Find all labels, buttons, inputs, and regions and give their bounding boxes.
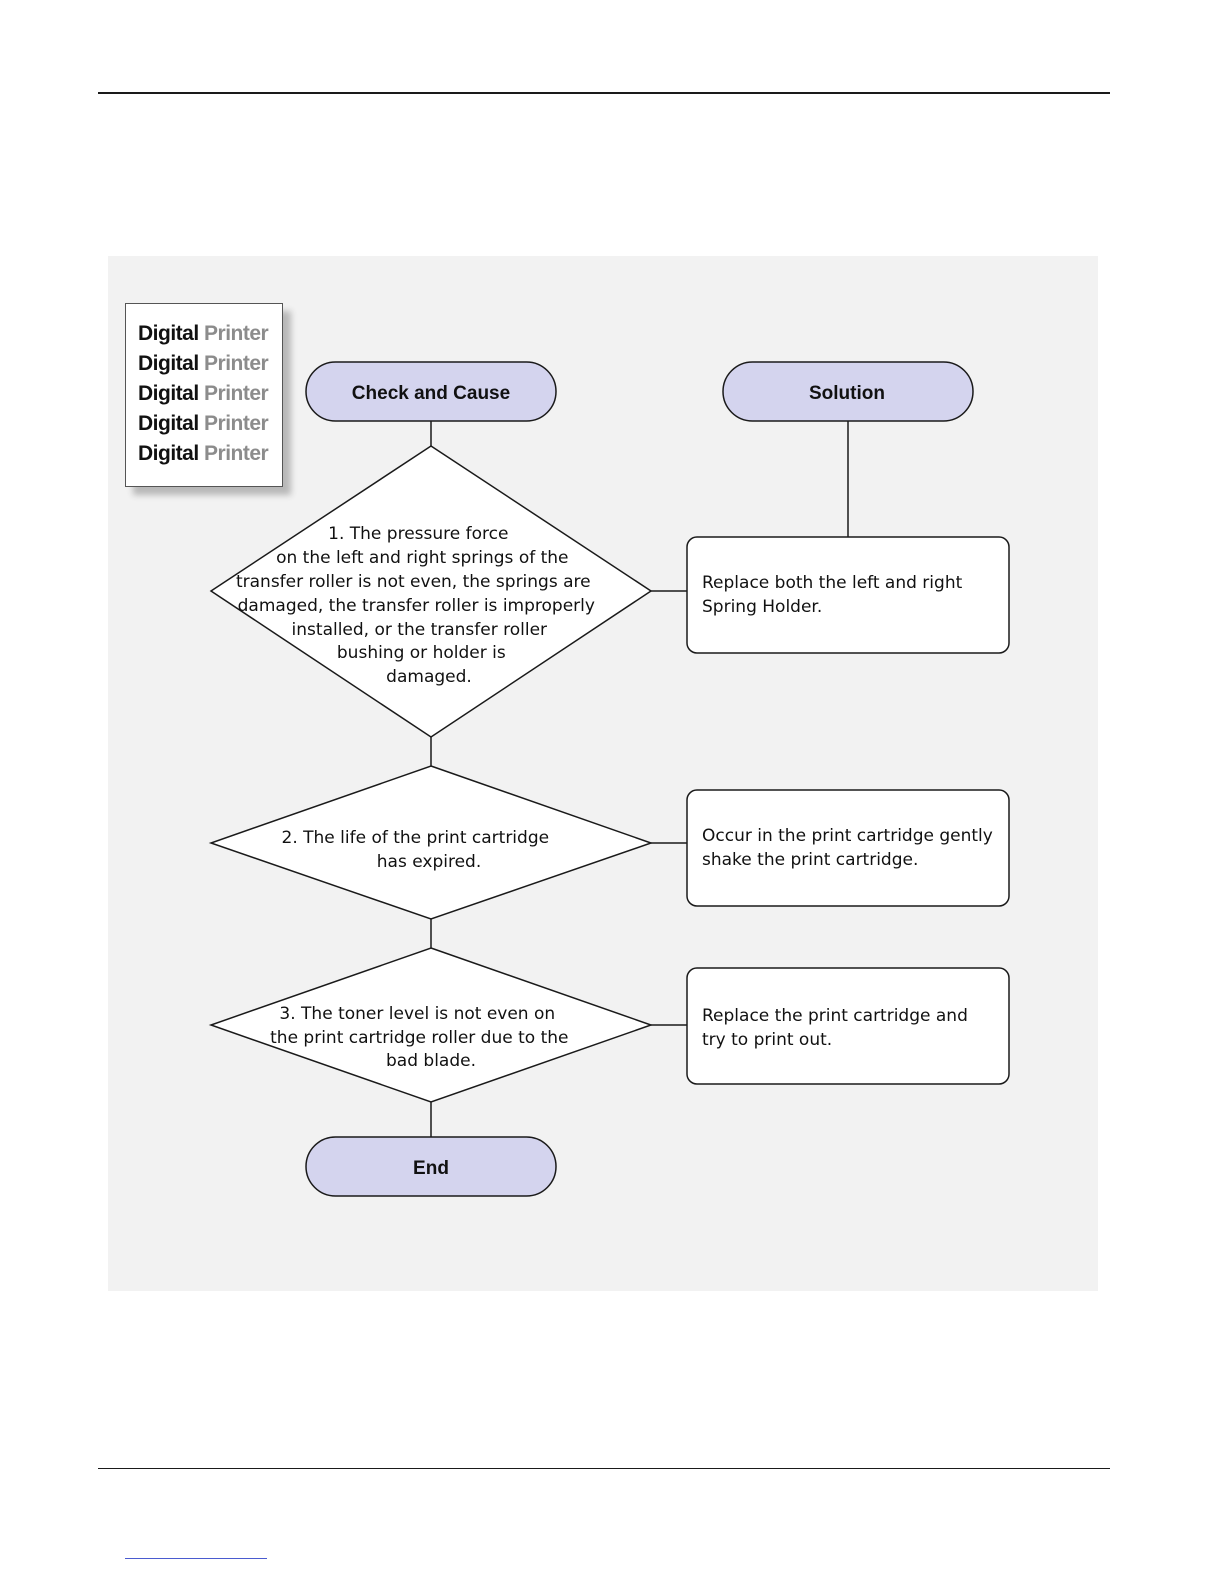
connectors — [430, 421, 849, 1137]
decision-text-line: installed, or the transfer roller — [292, 620, 548, 640]
footer-link-underline — [125, 1558, 267, 1559]
solution-terminal: Solution — [722, 361, 974, 422]
decision-text-line: transfer roller is not even, the springs… — [236, 572, 591, 592]
solution-text-line: Occur in the print cartridge gently — [702, 826, 993, 846]
solution-text-line: Replace the print cartridge and — [702, 1006, 968, 1026]
decision-text-line: has expired. — [377, 852, 481, 872]
start-terminal: Check and Cause — [305, 361, 557, 422]
solution-text-line: Replace both the left and right — [702, 573, 963, 593]
print-sample-image: Digital Printer Digital Printer Digital … — [125, 303, 283, 487]
solution-box-1: Replace both the left and right Spring H… — [686, 536, 1010, 654]
decision-text-line: the print cartridge roller due to the — [270, 1028, 568, 1048]
decision-1: 1. The pressure force on the left and ri… — [209, 445, 653, 738]
end-terminal: End — [305, 1136, 557, 1197]
solution-box-2: Occur in the print cartridge gently shak… — [686, 789, 1010, 907]
svg-text:Replace the print cartridge an: Replace the print cartridge and try to p… — [702, 1006, 973, 1050]
decision-text-line: bad blade. — [386, 1051, 476, 1071]
decision-3: 3. The toner level is not even on the pr… — [208, 947, 654, 1103]
solution-text-line: try to print out. — [702, 1030, 832, 1050]
sample-line: Digital Printer — [138, 382, 269, 405]
solution-label: Solution — [809, 383, 885, 404]
decision-text-line: on the left and right springs of the — [276, 548, 568, 568]
decision-2: 2. The life of the print cartridge has e… — [208, 765, 654, 920]
decision-text-line: damaged. — [386, 667, 472, 687]
sample-line: Digital Printer — [138, 412, 269, 435]
solution-text-line: shake the print cartridge. — [702, 850, 918, 870]
decision-text-line: 2. The life of the print cartridge — [282, 828, 550, 848]
sample-line: Digital Printer — [138, 352, 269, 375]
header-rule — [98, 92, 1110, 94]
sample-line: Digital Printer — [138, 442, 269, 465]
solution-text-line: Spring Holder. — [702, 597, 822, 617]
footer-rule — [98, 1468, 1110, 1469]
decision-text-line: 3. The toner level is not even on — [279, 1004, 555, 1024]
decision-text-line: damaged, the transfer roller is improper… — [238, 596, 595, 616]
svg-text:2. The life of the print cartr: 2. The life of the print cartridge has e… — [282, 828, 555, 872]
svg-text:Occur in the print cartridge g: Occur in the print cartridge gently shak… — [702, 826, 998, 870]
sample-line: Digital Printer — [138, 322, 269, 345]
svg-text:3. The toner level is not even: 3. The toner level is not even on the pr… — [270, 1004, 574, 1071]
svg-text:1. The pressure force on: 1. The pressure force on the left and ri… — [236, 524, 600, 687]
svg-text:Replace both the left and righ: Replace both the left and right Spring H… — [702, 573, 968, 617]
start-label: Check and Cause — [352, 383, 510, 404]
decision-text-line: 1. The pressure force — [328, 524, 508, 544]
solution-box-3: Replace the print cartridge and try to p… — [686, 967, 1010, 1085]
end-label: End — [413, 1158, 449, 1179]
decision-text-line: bushing or holder is — [337, 643, 506, 663]
